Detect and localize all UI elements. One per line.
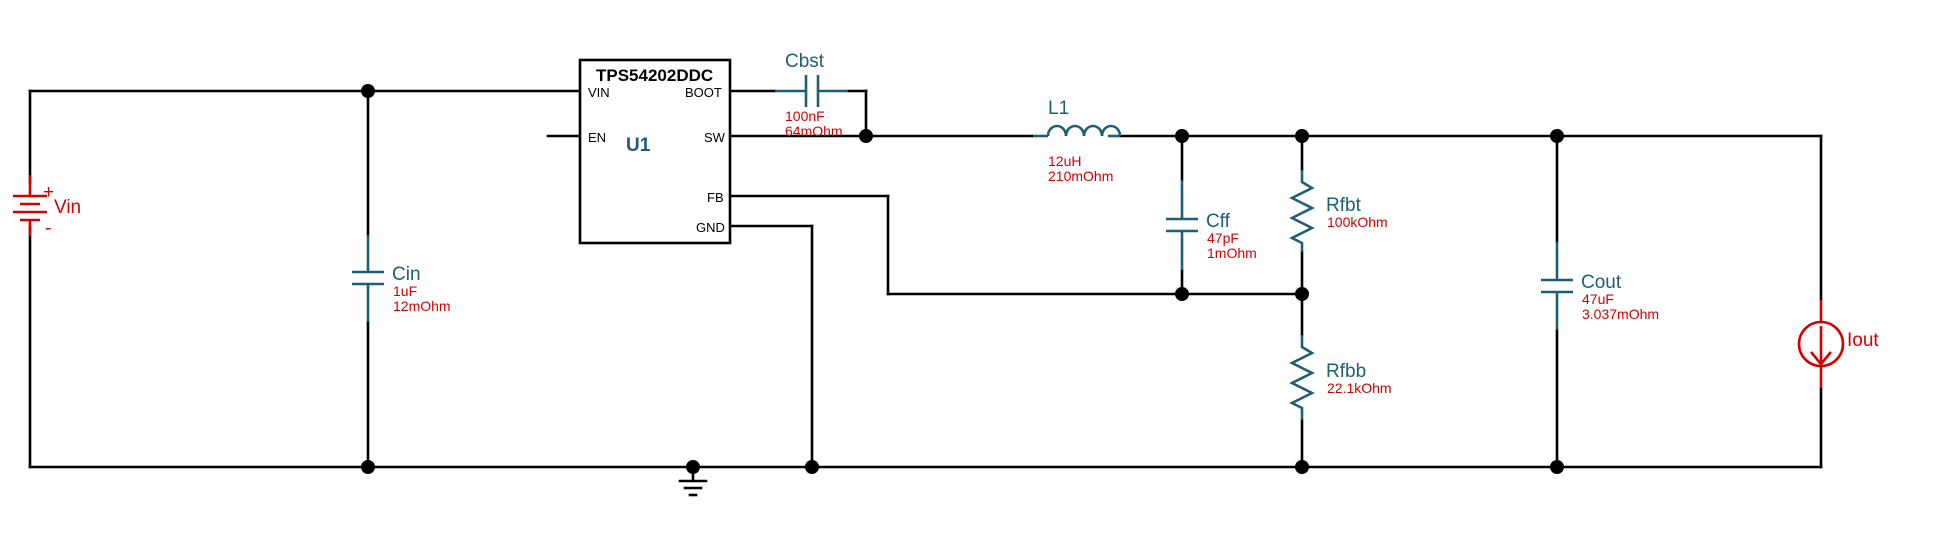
- inductor-l1-icon[interactable]: [1033, 124, 1122, 138]
- ic-body: [578, 58, 732, 245]
- rfbt-value: 100kOhm: [1327, 214, 1388, 230]
- pin-fb: FB: [707, 190, 724, 205]
- cff-value: 47pF: [1207, 230, 1239, 246]
- junction-dot: [361, 460, 375, 474]
- ic-part-number: TPS54202DDC: [596, 66, 713, 85]
- resistor-rfbt-icon[interactable]: [1289, 170, 1315, 252]
- cbst-label: Cbst: [785, 51, 825, 72]
- junction-dot: [1175, 129, 1189, 143]
- junction-dot: [1550, 460, 1564, 474]
- l1-label: L1: [1048, 98, 1069, 119]
- capacitor-cin-icon[interactable]: [352, 235, 384, 322]
- junctions: [361, 84, 1564, 474]
- pin-gnd: GND: [696, 220, 725, 235]
- vin-plus-sign: +: [43, 182, 54, 203]
- ic-ref: U1: [626, 135, 651, 156]
- vin-minus-sign: -: [45, 218, 51, 239]
- cin-label: Cin: [392, 264, 421, 285]
- cin-value: 1uF: [393, 283, 417, 299]
- wires: [28, 89, 1823, 483]
- ground-icon[interactable]: [678, 479, 708, 497]
- battery-icon[interactable]: [13, 175, 47, 236]
- pin-boot: BOOT: [685, 85, 722, 100]
- junction-dot: [1175, 287, 1189, 301]
- cbst-esr: 64mOhm: [785, 123, 843, 139]
- capacitor-cout-icon[interactable]: [1541, 242, 1573, 330]
- junction-dot: [686, 460, 700, 474]
- cbst-value: 100nF: [785, 108, 825, 124]
- ic-u1[interactable]: TPS54202DDC U1 VIN EN BOOT SW FB GND: [578, 58, 732, 245]
- pin-vin: VIN: [588, 85, 610, 100]
- junction-dot: [361, 84, 375, 98]
- rfbt-label: Rfbt: [1326, 195, 1362, 216]
- junction-dot: [1295, 129, 1309, 143]
- vin-label: Vin: [54, 197, 81, 218]
- capacitor-cbst-icon[interactable]: [775, 75, 848, 107]
- junction-dot: [1295, 460, 1309, 474]
- cout-esr: 3.037mOhm: [1582, 306, 1659, 322]
- junction-dot: [859, 129, 873, 143]
- pin-en: EN: [588, 130, 606, 145]
- capacitor-cff-icon[interactable]: [1166, 180, 1198, 270]
- junction-dot: [1295, 287, 1309, 301]
- junction-dot: [1550, 129, 1564, 143]
- cout-label: Cout: [1581, 272, 1622, 293]
- pin-sw: SW: [704, 130, 726, 145]
- l1-value: 12uH: [1048, 153, 1081, 169]
- l1-esr: 210mOhm: [1048, 168, 1113, 184]
- resistor-rfbb-icon[interactable]: [1289, 335, 1315, 420]
- cff-label: Cff: [1206, 211, 1231, 232]
- iout-label: Iout: [1847, 330, 1879, 351]
- current-source-icon[interactable]: [1797, 300, 1845, 388]
- rfbb-label: Rfbb: [1326, 361, 1366, 382]
- cin-esr: 12mOhm: [393, 298, 451, 314]
- rfbb-value: 22.1kOhm: [1327, 380, 1392, 396]
- cout-value: 47uF: [1582, 291, 1614, 307]
- junction-dot: [805, 460, 819, 474]
- cff-esr: 1mOhm: [1207, 245, 1257, 261]
